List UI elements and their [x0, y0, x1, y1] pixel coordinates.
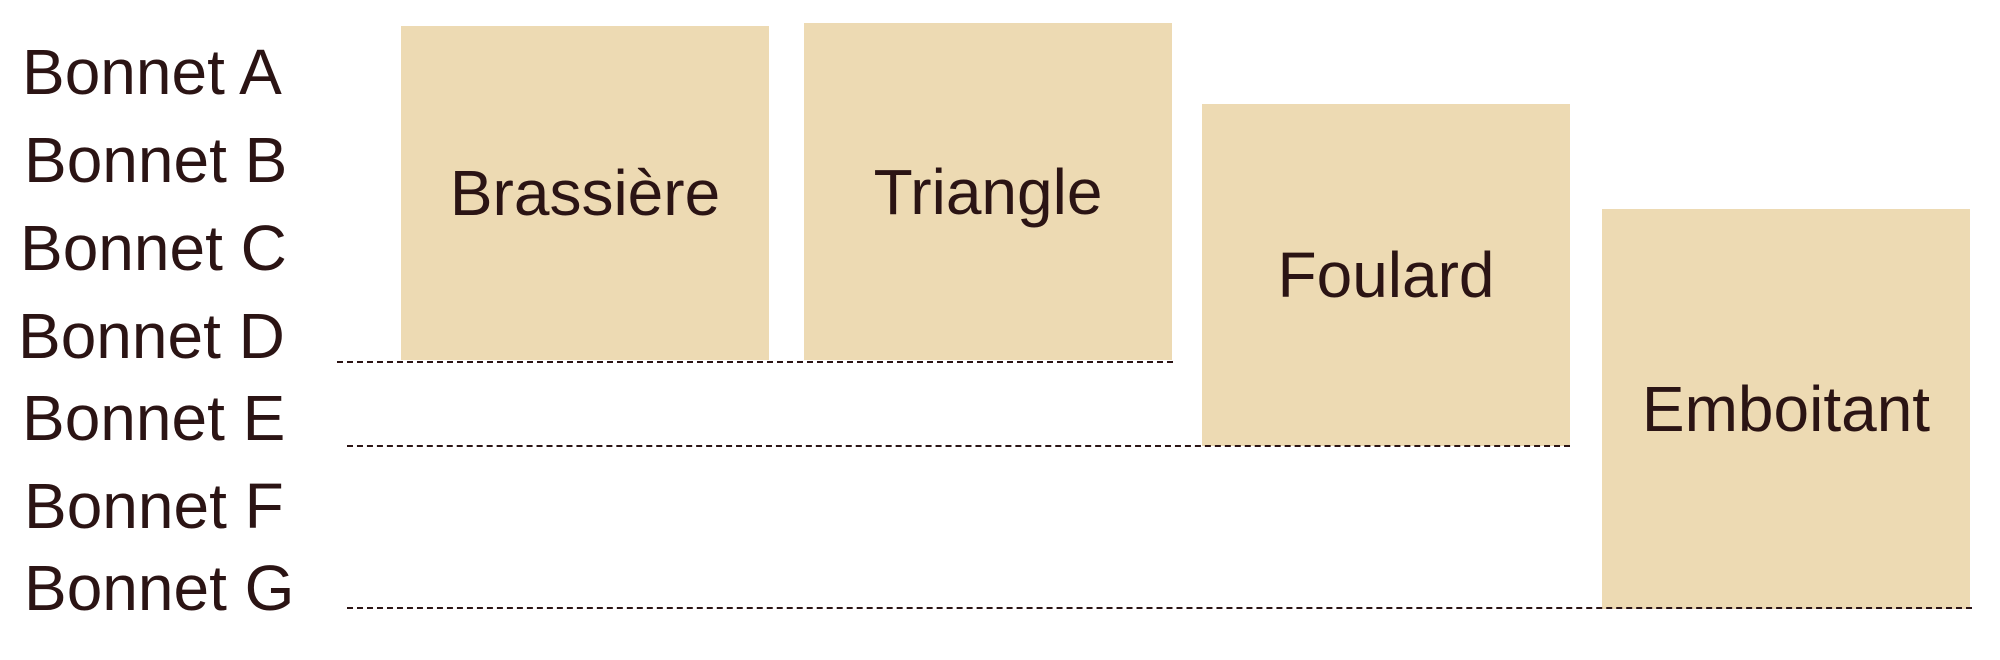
style-label-triangle: Triangle: [873, 155, 1103, 228]
style-label-brassiere: Brassière: [449, 157, 721, 229]
row-label-bonnet-c: Bonnet C: [20, 212, 287, 284]
guide-line-bonnet-e: [347, 445, 1570, 447]
guide-line-bonnet-d: [337, 361, 1173, 363]
row-label-bonnet-f: Bonnet F: [24, 470, 284, 542]
style-label-foulard: Foulard: [1277, 239, 1495, 311]
row-label-bonnet-g: Bonnet G: [24, 552, 295, 624]
row-label-bonnet-b: Bonnet B: [24, 124, 288, 196]
style-block-foulard: Foulard: [1202, 104, 1570, 446]
style-block-triangle: Triangle: [804, 23, 1172, 360]
row-label-bonnet-e: Bonnet E: [22, 382, 286, 454]
style-block-brassiere: Brassière: [401, 26, 769, 360]
guide-line-bonnet-g: [347, 607, 1972, 609]
row-label-bonnet-d: Bonnet D: [18, 300, 285, 372]
style-block-emboitant: Emboitant: [1602, 209, 1970, 609]
row-label-bonnet-a: Bonnet A: [22, 36, 282, 108]
style-label-emboitant: Emboitant: [1641, 373, 1931, 445]
